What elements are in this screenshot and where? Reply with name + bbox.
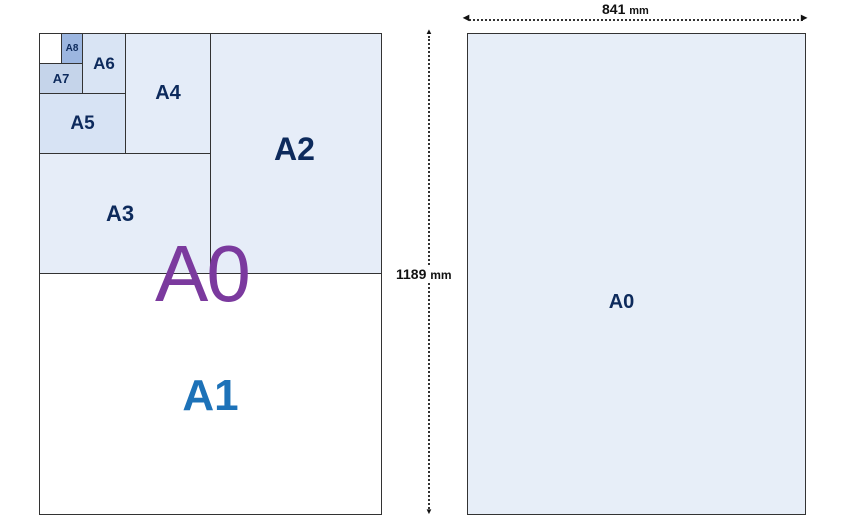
label-a1: A1 — [182, 371, 239, 420]
label-a5: A5 — [70, 112, 95, 134]
height-value: 1189 — [396, 266, 427, 282]
outer-a0-frame — [39, 33, 382, 515]
label-a2: A2 — [274, 131, 315, 167]
height-unit: mm — [430, 268, 452, 282]
label-a4: A4 — [155, 82, 181, 104]
sheet-a3: A3 — [39, 153, 211, 274]
label-a0-overlay: A0 — [155, 229, 251, 318]
label-a8: A8 — [65, 43, 79, 54]
label-a3: A3 — [105, 200, 135, 226]
label-a0: A0 — [608, 290, 635, 313]
arrow-down-icon: ▼ — [425, 507, 433, 516]
arrow-up-icon: ▲ — [425, 27, 433, 36]
sheet-a0-full: A0 — [467, 33, 806, 515]
width-label: 841 mm — [602, 1, 649, 17]
sheet-a7: A7 — [39, 63, 83, 94]
width-arrow — [469, 19, 803, 21]
label-a6: A6 — [93, 53, 115, 73]
sheet-a1: A1 — [39, 273, 382, 515]
arrow-right-icon: ▶ — [801, 13, 808, 22]
sheet-a2: A2 — [210, 33, 382, 274]
width-unit: mm — [629, 5, 649, 17]
sheet-a5: A5 — [39, 93, 126, 154]
width-value: 841 — [602, 1, 626, 17]
sheet-a6: A6 — [82, 33, 126, 94]
height-label: 1189 mm — [396, 265, 452, 283]
arrow-left-icon: ◀ — [463, 13, 470, 22]
label-a7: A7 — [52, 71, 70, 86]
